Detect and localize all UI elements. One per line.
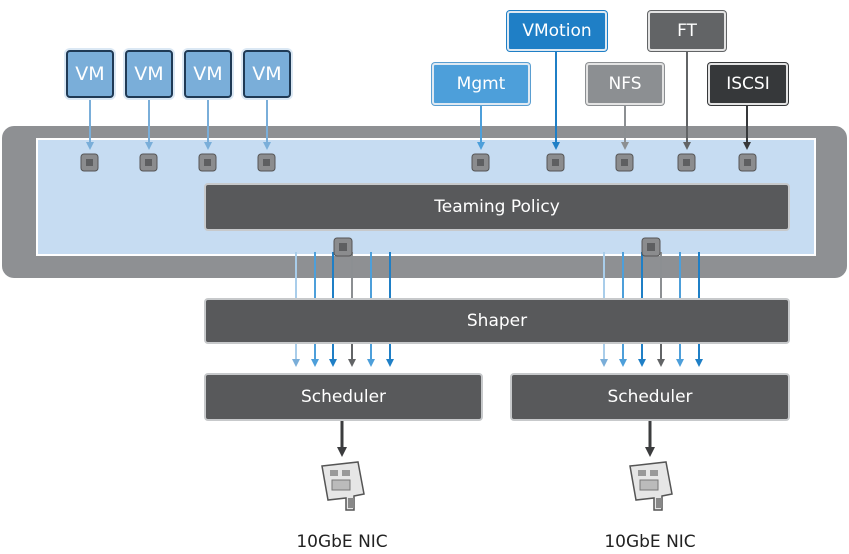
- vm-label: VM: [252, 63, 282, 85]
- vm-label: VM: [75, 63, 105, 85]
- iscsi-box: ISCSI: [708, 63, 788, 105]
- vmotion-label: VMotion: [522, 21, 592, 41]
- scheduler-block-right: Scheduler: [510, 373, 790, 421]
- vm-connector-lines: [86, 98, 271, 150]
- nic-card-icon-left: [321, 461, 365, 511]
- shaper-block: Shaper: [204, 298, 790, 344]
- service-connector-lines: [477, 50, 751, 150]
- vm-label: VM: [193, 63, 223, 85]
- uplink-lines-right: [600, 252, 703, 367]
- vm-box-4: VM: [243, 50, 291, 98]
- nfs-box: NFS: [586, 63, 664, 105]
- iscsi-label: ISCSI: [726, 74, 770, 94]
- nic-arrows: [337, 421, 655, 457]
- uplink-ports: [333, 237, 661, 257]
- ft-box: FT: [648, 11, 726, 51]
- mgmt-label: Mgmt: [456, 74, 506, 94]
- ft-label: FT: [677, 21, 697, 41]
- nic-card-icon-right: [629, 461, 673, 511]
- scheduler-block-left: Scheduler: [204, 373, 483, 421]
- vm-label: VM: [134, 63, 164, 85]
- scheduler-label: Scheduler: [607, 387, 693, 407]
- mgmt-box: Mgmt: [432, 63, 530, 105]
- scheduler-label: Scheduler: [300, 387, 387, 407]
- teaming-policy-block: Teaming Policy: [204, 183, 790, 231]
- vm-box-2: VM: [125, 50, 173, 98]
- nic-label-left: 10GbE NIC: [296, 532, 388, 552]
- vmotion-box: VMotion: [507, 11, 607, 51]
- teaming-policy-label: Teaming Policy: [434, 197, 560, 217]
- uplink-lines-left: [292, 252, 394, 367]
- nic-label-right: 10GbE NIC: [604, 532, 696, 552]
- nfs-label: NFS: [608, 74, 642, 94]
- switch-ports: [80, 153, 757, 172]
- vm-box-1: VM: [66, 50, 114, 98]
- shaper-label: Shaper: [466, 311, 528, 331]
- vm-box-3: VM: [184, 50, 232, 98]
